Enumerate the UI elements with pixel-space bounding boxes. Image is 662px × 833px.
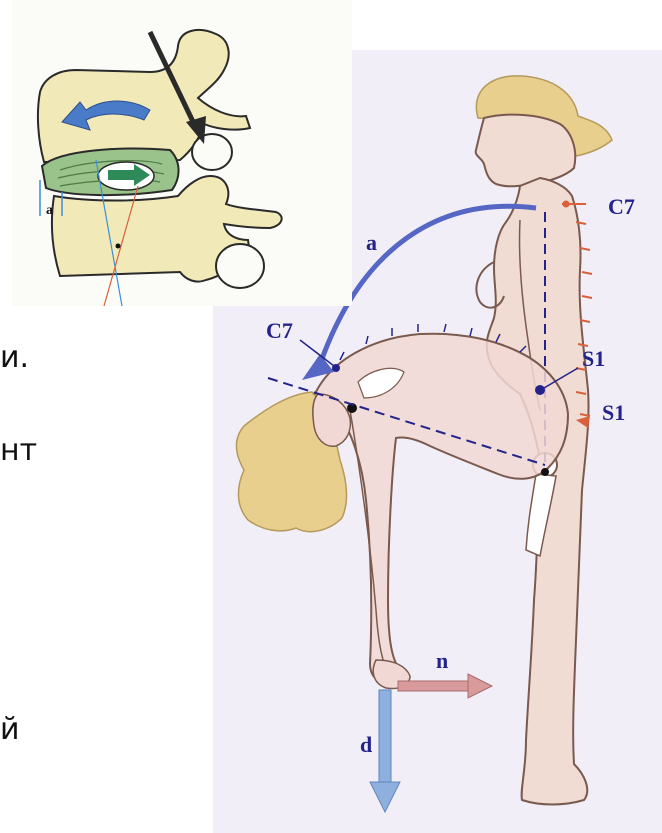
label-arrow-n: n — [436, 648, 448, 673]
s1-bent-point — [535, 385, 545, 395]
label-arrow-d: d — [360, 732, 372, 757]
label-c7-standing: C7 — [608, 194, 635, 219]
label-c7-bent: C7 — [266, 318, 293, 343]
slide-text-fragment-3: й — [0, 712, 20, 747]
slide-text-fragment-1: и. — [0, 340, 29, 375]
standing-face — [476, 115, 576, 187]
vertebra-inset: a — [12, 0, 352, 306]
slide-text-fragment-2: нт — [0, 433, 37, 468]
hip-center-point — [541, 468, 549, 476]
label-s1-standing: S1 — [602, 400, 625, 425]
label-angle-a: a — [46, 203, 53, 218]
label-s1-bent: S1 — [582, 346, 605, 371]
label-arrow-a: a — [366, 230, 377, 255]
